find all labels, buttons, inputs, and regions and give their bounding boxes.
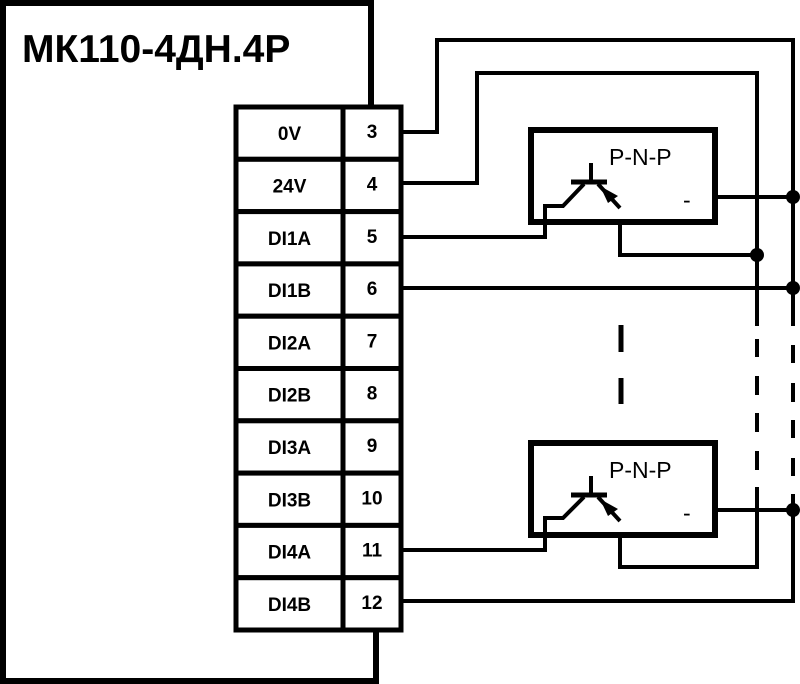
terminal-number: 5 bbox=[367, 227, 378, 248]
terminal-name: DI2B bbox=[268, 386, 311, 407]
terminal-name-cell bbox=[233, 575, 346, 633]
terminal-number: 6 bbox=[367, 279, 378, 300]
terminal-row: 24V 4 bbox=[233, 156, 404, 215]
terminal-name: DI4B bbox=[268, 595, 311, 616]
terminal-row: DI1A 5 bbox=[233, 209, 404, 267]
terminal-row: DI4A 11 bbox=[233, 522, 404, 581]
terminal-number-cell bbox=[340, 209, 404, 267]
device-title: МК110-4ДН.4Р bbox=[22, 28, 290, 71]
device-body: МК110-4ДН.4Р bbox=[0, 0, 379, 684]
terminal-row: DI4B 12 bbox=[233, 575, 404, 633]
terminal-number: 10 bbox=[361, 488, 382, 509]
terminal-name: DI1B bbox=[268, 281, 311, 302]
junction-dot bbox=[786, 190, 800, 204]
terminal-number: 7 bbox=[367, 331, 378, 352]
terminal-name: DI4A bbox=[268, 543, 312, 564]
terminal-name: DI1A bbox=[268, 229, 312, 250]
terminal-name: DI3B bbox=[268, 490, 311, 511]
terminal-row: DI3A 9 bbox=[233, 418, 404, 476]
terminal-name: 0V bbox=[278, 124, 302, 145]
terminal-number: 9 bbox=[367, 436, 378, 457]
terminal-number: 12 bbox=[361, 593, 382, 614]
wire-di4b bbox=[401, 494, 795, 603]
terminal-row: DI2A 7 bbox=[233, 313, 404, 372]
pnp-transistor-icon bbox=[543, 476, 622, 550]
sensor-type-label: P-N-P bbox=[609, 457, 672, 483]
terminal-number: 8 bbox=[367, 384, 378, 405]
terminal-number-cell bbox=[340, 366, 404, 424]
junction-dot bbox=[750, 248, 764, 262]
terminal-row: DI3B 10 bbox=[233, 470, 404, 528]
terminal-number-cell bbox=[340, 261, 404, 319]
sensor-type-label: P-N-P bbox=[609, 144, 672, 170]
terminal-name: DI3A bbox=[268, 438, 312, 459]
junction-dot bbox=[786, 281, 800, 295]
terminal-row: DI2B 8 bbox=[233, 366, 404, 424]
terminal-name: DI2A bbox=[268, 333, 312, 354]
sensor-box bbox=[528, 440, 718, 538]
terminal-number: 11 bbox=[362, 541, 383, 562]
terminal-number-cell bbox=[340, 313, 404, 372]
device-outline bbox=[0, 0, 379, 684]
sensor-minus-label: - bbox=[683, 187, 691, 213]
terminal-number-cell bbox=[340, 575, 404, 633]
terminal-name-cell bbox=[233, 366, 346, 424]
sensor-1: P-N-P - bbox=[528, 127, 718, 237]
terminal-name-cell bbox=[233, 104, 346, 162]
junction-dot bbox=[786, 503, 800, 517]
terminal-number: 4 bbox=[367, 174, 378, 195]
pnp-transistor-icon bbox=[543, 163, 622, 237]
terminal-row: DI1B 6 bbox=[233, 261, 404, 319]
terminal-number: 3 bbox=[367, 122, 378, 143]
wire-24v bbox=[401, 71, 759, 326]
sensor-2: P-N-P - bbox=[528, 440, 718, 550]
terminal-name: 24V bbox=[273, 176, 307, 197]
junctions bbox=[750, 190, 800, 517]
wire-0v bbox=[401, 38, 795, 326]
terminal-row: 0V 3 bbox=[233, 104, 404, 162]
sensor-minus-label: - bbox=[683, 500, 691, 526]
